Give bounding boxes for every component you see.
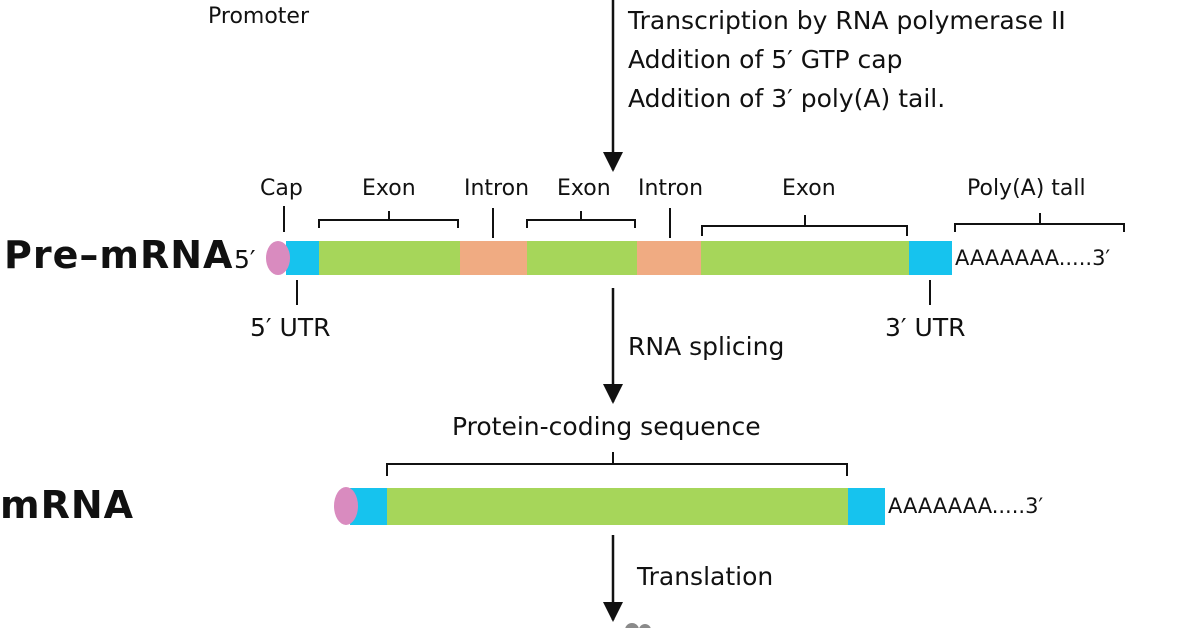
- splicing-label: RNA splicing: [628, 332, 785, 361]
- intron2-label: Intron: [638, 176, 704, 201]
- pre-mrna-title: Pre–mRNA: [4, 233, 234, 277]
- exon3-label: Exon: [782, 176, 836, 201]
- utr3-label: 3′ UTR: [885, 313, 966, 342]
- cap-ellipse: [266, 241, 290, 275]
- utr3-segment: [909, 241, 952, 275]
- step-cap: Addition of 5′ GTP cap: [628, 45, 903, 74]
- exon2-segment: [527, 241, 637, 275]
- utr5-segment: [286, 241, 319, 275]
- five-prime-label: 5′: [234, 245, 256, 274]
- exon1-label: Exon: [362, 176, 416, 201]
- translation-label: Translation: [637, 562, 774, 591]
- exon2-label: Exon: [557, 176, 611, 201]
- exon1-segment: [319, 241, 460, 275]
- mrna-bar: [334, 487, 885, 525]
- cap-label: Cap: [260, 176, 303, 201]
- polya-tail-label: Poly(A) tall: [967, 176, 1086, 201]
- pre-mrna-bar: [266, 241, 952, 275]
- mrna-cap-ellipse: [334, 487, 358, 525]
- promoter-label: Promoter: [208, 4, 309, 29]
- intron1-label: Intron: [464, 176, 530, 201]
- coding-bracket: [386, 452, 848, 476]
- coding-sequence-label: Protein-coding sequence: [452, 412, 761, 441]
- mrna-coding-segment: [387, 488, 848, 525]
- ribosome-icon: [625, 623, 651, 628]
- pre-mrna-tail: AAAAAAA.....3′: [955, 246, 1111, 270]
- intron2-segment: [637, 241, 701, 275]
- pre-mrna-brackets: [283, 206, 1125, 305]
- mrna-title: mRNA: [0, 483, 135, 527]
- utr5-label: 5′ UTR: [250, 313, 331, 342]
- step-transcription: Transcription by RNA polymerase II: [628, 6, 1066, 35]
- step-polya: Addition of 3′ poly(A) tail.: [628, 84, 946, 113]
- mrna-utr3-segment: [848, 488, 885, 525]
- mrna-tail: AAAAAAA.....3′: [888, 494, 1044, 518]
- exon3-segment: [701, 241, 909, 275]
- intron1-segment: [460, 241, 527, 275]
